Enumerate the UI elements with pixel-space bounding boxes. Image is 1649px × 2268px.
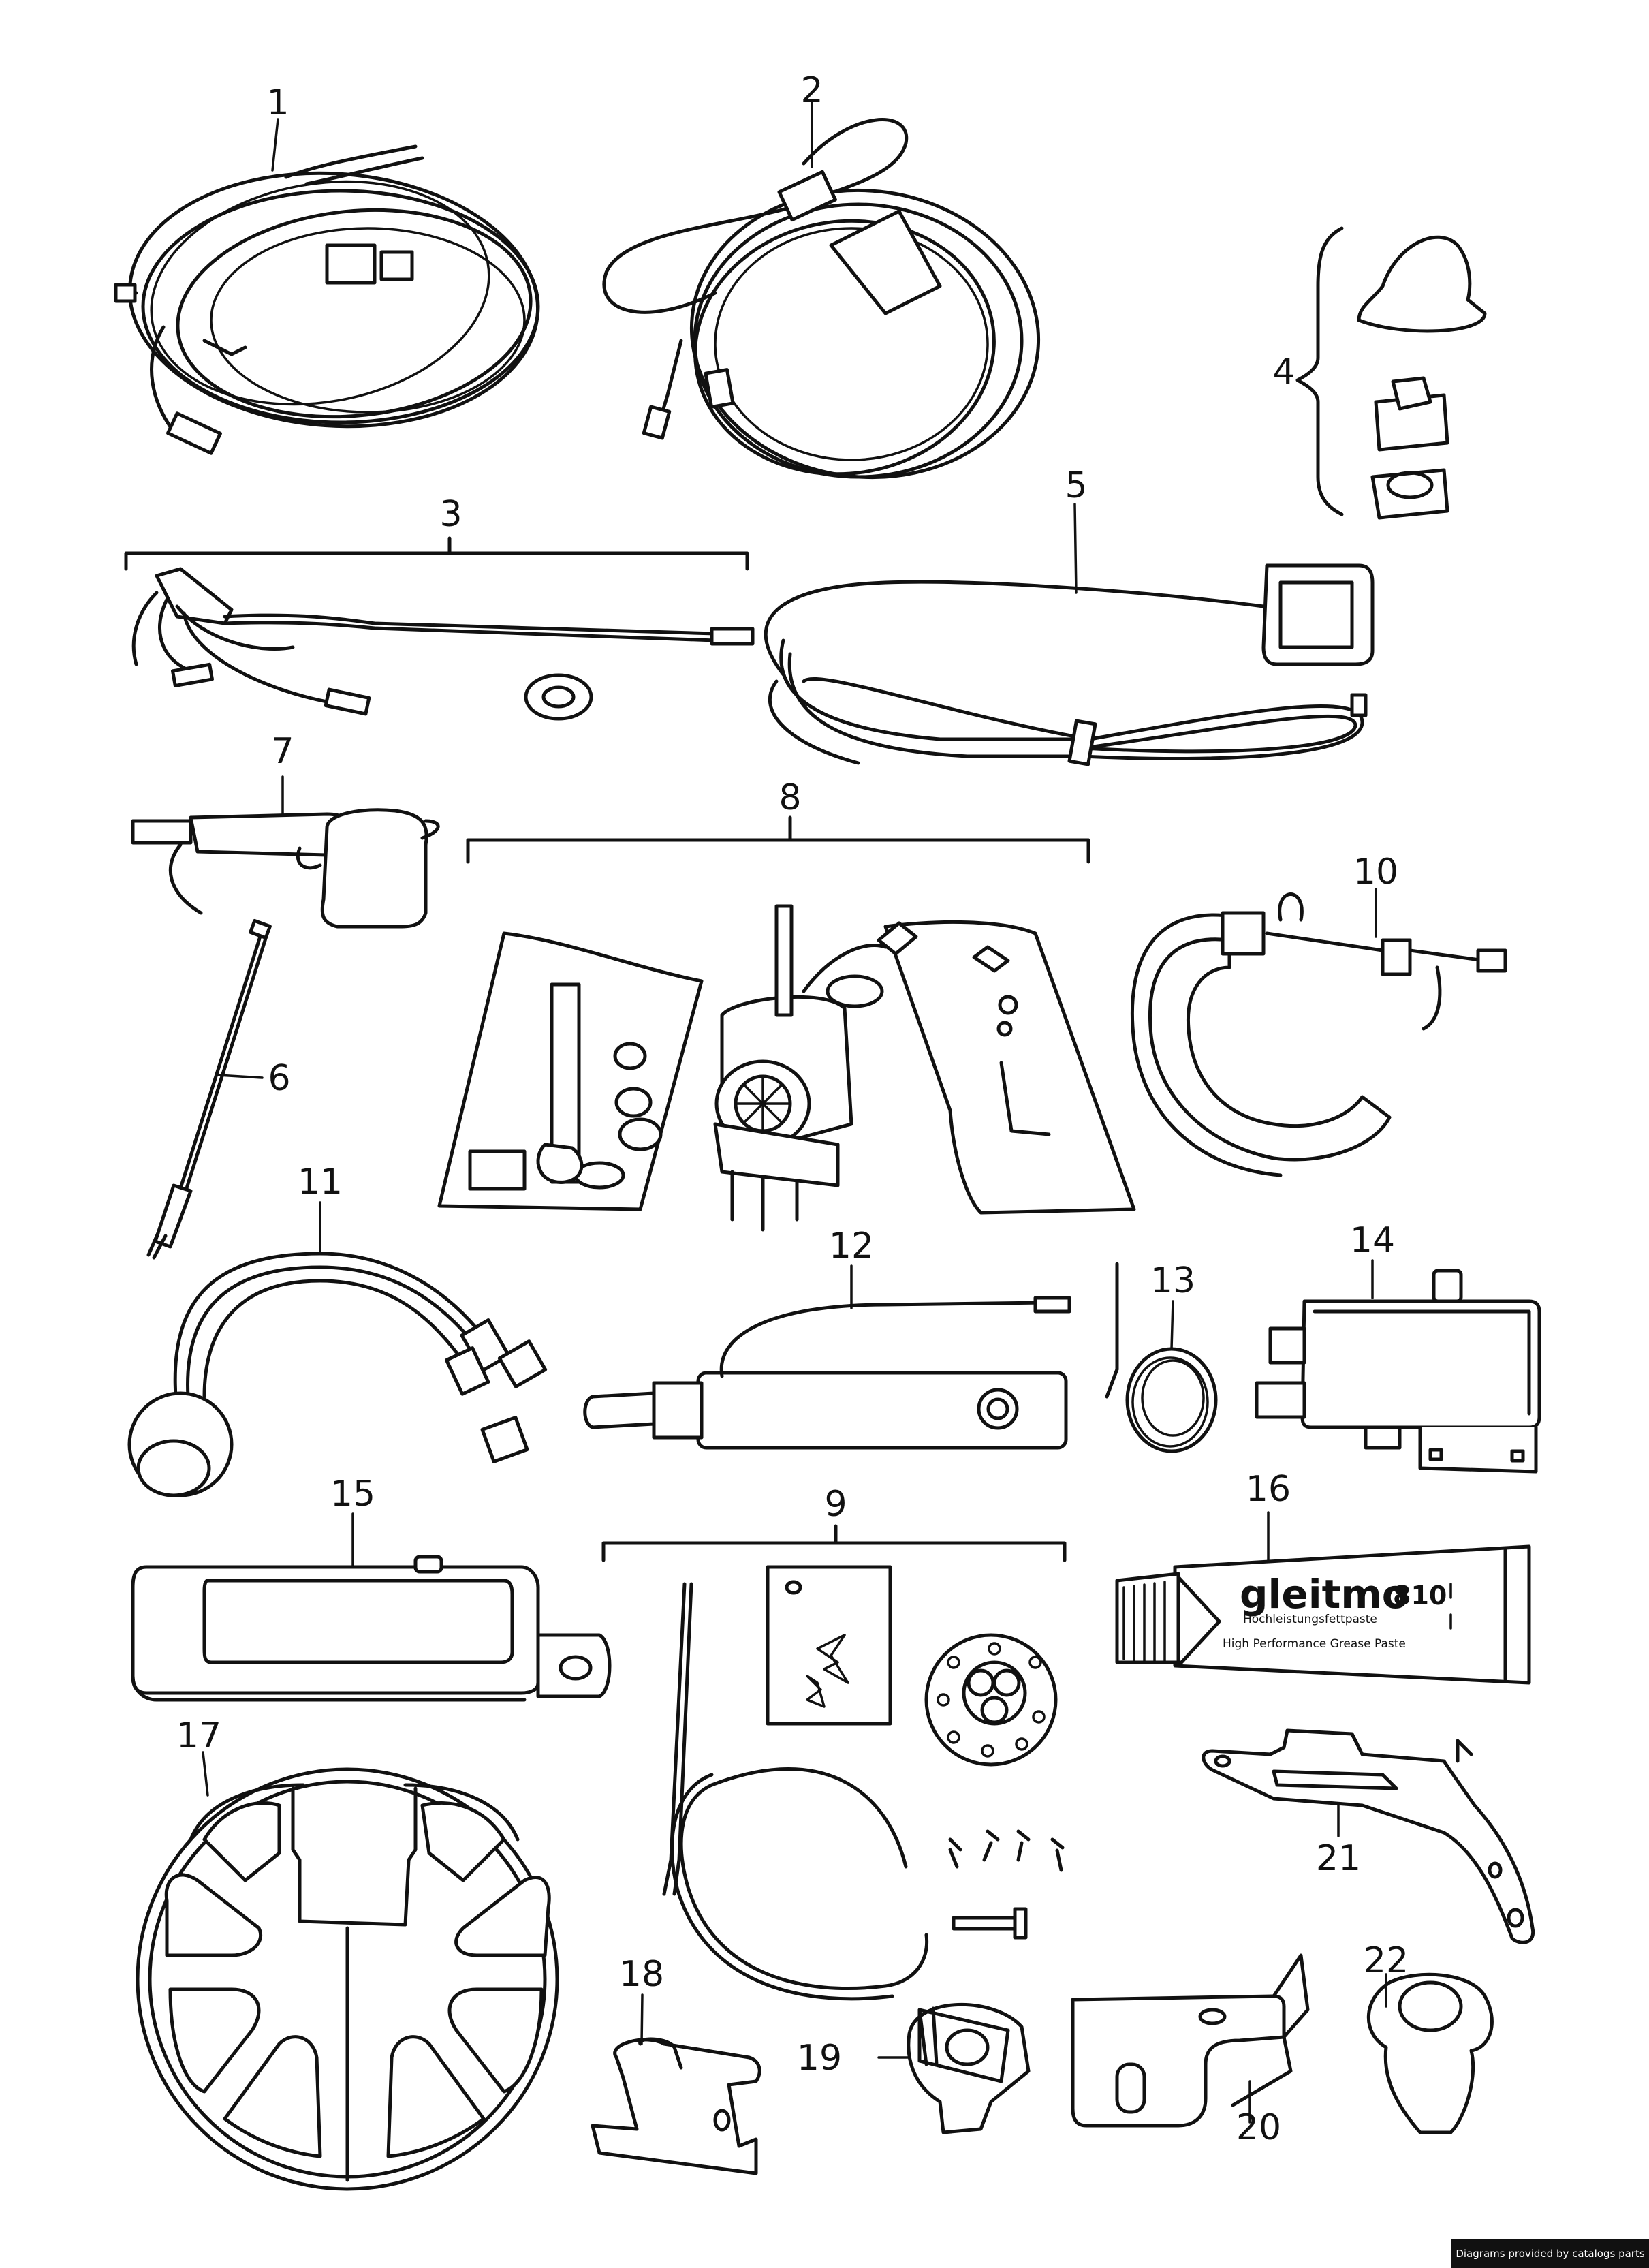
callout-20: 20 — [1236, 2107, 1281, 2148]
bracket-8 — [466, 815, 1090, 864]
callout-3: 3 — [439, 494, 462, 535]
part-16-grease-tube: gleitmo 810 Hochleistungsfettpaste High … — [1115, 1544, 1531, 1685]
tube-text-en: High Performance Grease Paste — [1223, 1637, 1406, 1651]
part-13-coiled-cable — [1105, 1262, 1218, 1453]
part-10-cable-assembly — [1130, 892, 1507, 1177]
part-5-gps-antenna — [764, 563, 1375, 766]
part-22-rubber-bumper — [1366, 1972, 1494, 2134]
callout-7: 7 — [271, 731, 294, 772]
part-12-drive-tube — [583, 1296, 1071, 1450]
callout-6: 6 — [268, 1058, 290, 1099]
bracket-9 — [601, 1524, 1067, 1562]
part-8-motor-antenna-kit — [437, 904, 1136, 1232]
callout-18: 18 — [619, 1954, 664, 1995]
part-14-control-module — [1255, 1269, 1541, 1474]
callout-8: 8 — [779, 777, 801, 818]
callout-4: 4 — [1272, 352, 1295, 392]
part-18-clip — [591, 2037, 761, 2175]
part-11-grommet-cable — [127, 1252, 548, 1497]
part-4-base-cap-and-nuts — [1295, 226, 1487, 520]
part-17-spoked-disc — [136, 1767, 559, 2191]
callout-15: 15 — [330, 1474, 375, 1514]
part-3-roof-antenna — [131, 567, 755, 721]
callout-21: 21 — [1316, 1838, 1361, 1879]
callout-9: 9 — [824, 1484, 847, 1525]
part-19-connector — [907, 2003, 1031, 2134]
callout-5: 5 — [1065, 465, 1087, 506]
tube-text-de: Hochleistungsfettpaste — [1243, 1613, 1377, 1626]
callout-16: 16 — [1246, 1469, 1291, 1510]
callout-19: 19 — [797, 2038, 842, 2079]
callout-1: 1 — [266, 82, 289, 123]
callout-17: 17 — [176, 1715, 221, 1756]
callout-22: 22 — [1364, 1940, 1409, 1981]
tube-brand: gleitmo — [1240, 1571, 1409, 1617]
part-7-amplifier — [131, 808, 440, 929]
tube-code: 810 — [1393, 1581, 1447, 1611]
bracket-3 — [124, 536, 749, 571]
callout-11: 11 — [298, 1162, 343, 1202]
callout-14: 14 — [1350, 1220, 1395, 1261]
part-2-antenna-cable — [602, 118, 1041, 480]
callout-12: 12 — [829, 1226, 874, 1267]
callout-13: 13 — [1150, 1260, 1195, 1301]
part-1-wiring-harness — [114, 144, 540, 455]
callout-2: 2 — [800, 70, 823, 111]
part-20-mounting-plate — [1071, 1953, 1310, 2128]
footer-credit-badge: Diagrams provided by catalogs parts — [1451, 2239, 1649, 2268]
callout-10: 10 — [1353, 852, 1398, 892]
part-6-antenna-rod — [146, 918, 272, 1260]
part-9-repair-kit — [662, 1565, 1065, 2001]
part-15-housing — [131, 1555, 612, 1702]
part-21-bracket — [1202, 1728, 1535, 1944]
